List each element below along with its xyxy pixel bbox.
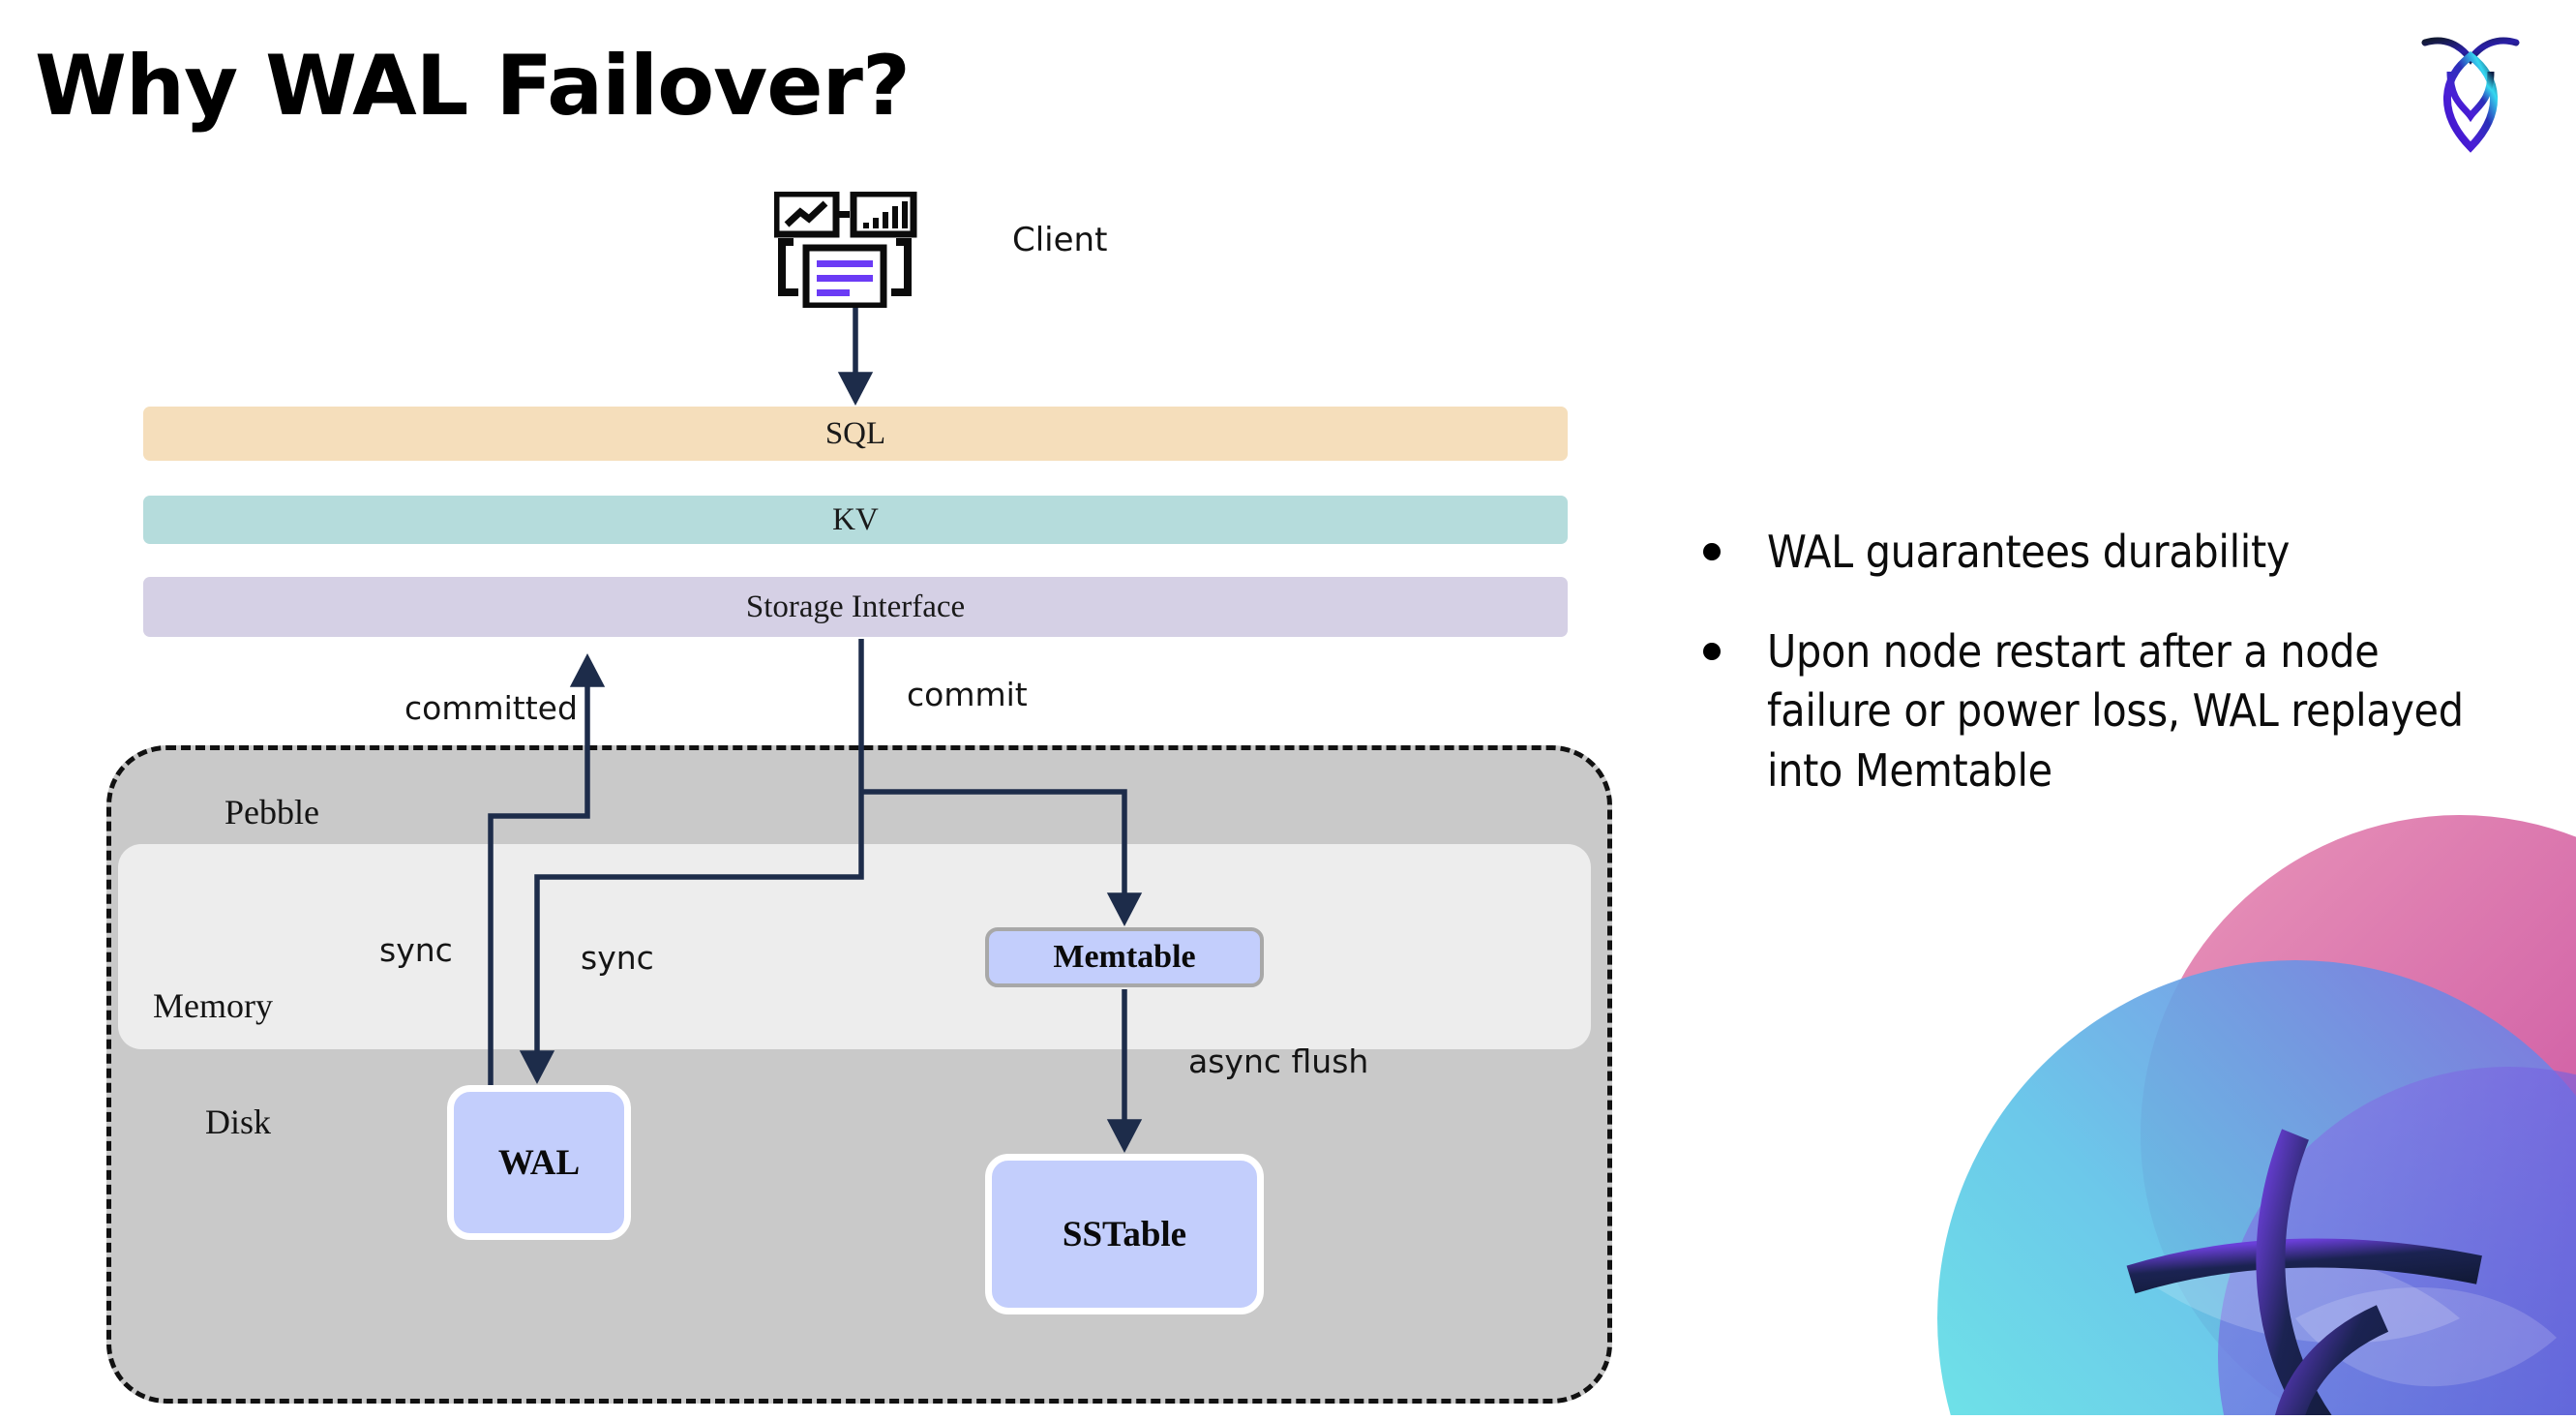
list-item: WAL guarantees durability: [1703, 523, 2506, 582]
node-sstable: SSTable: [985, 1154, 1264, 1314]
memory-label: Memory: [153, 986, 273, 1025]
edge-label-committed: committed: [404, 689, 578, 727]
layer-bar-storage-interface: Storage Interface: [143, 577, 1568, 637]
layer-label-sql: SQL: [824, 415, 886, 451]
node-label-sstable: SSTable: [1062, 1214, 1187, 1254]
node-label-memtable: Memtable: [1053, 939, 1196, 975]
bullet-list: WAL guarantees durability Upon node rest…: [1703, 523, 2506, 841]
node-memtable: Memtable: [985, 927, 1264, 987]
bullet-text: Upon node restart after a node failure o…: [1767, 625, 2464, 797]
bullet-text: WAL guarantees durability: [1767, 526, 2291, 578]
layer-label-storage-interface: Storage Interface: [745, 589, 966, 624]
layer-label-kv: KV: [832, 501, 879, 537]
edge-label-sync-left: sync: [379, 931, 453, 969]
layer-bar-kv: KV: [143, 496, 1568, 544]
layer-bar-sql: SQL: [143, 407, 1568, 461]
list-item: Upon node restart after a node failure o…: [1703, 622, 2506, 801]
cockroach-leaf-logo-icon: [2417, 27, 2524, 153]
disk-label: Disk: [205, 1103, 272, 1141]
edge-label-commit: commit: [907, 676, 1028, 713]
memory-region: [118, 844, 1591, 1049]
pebble-label: Pebble: [225, 793, 319, 831]
node-wal: WAL: [447, 1085, 631, 1240]
bullet-dot-icon: [1703, 643, 1721, 661]
bullet-dot-icon: [1703, 543, 1721, 560]
client-label: Client: [1012, 221, 1108, 259]
client-dashboard-icon: [772, 190, 929, 310]
edge-label-sync-right: sync: [581, 939, 654, 977]
node-label-wal: WAL: [497, 1142, 581, 1183]
page-title: Why WAL Failover?: [35, 38, 911, 135]
edge-label-async-flush: async flush: [1188, 1042, 1369, 1080]
decorative-circles-graphic: [1841, 815, 2576, 1415]
